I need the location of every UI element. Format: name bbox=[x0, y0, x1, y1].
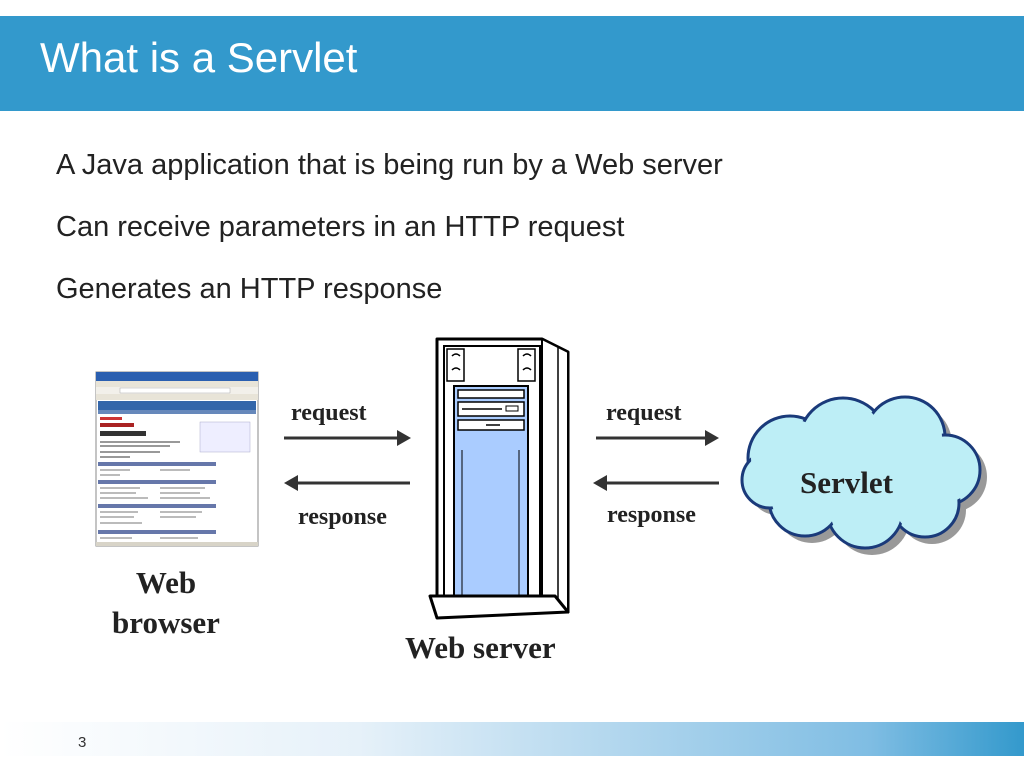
request-arrowhead-right bbox=[705, 430, 719, 446]
slide-title: What is a Servlet bbox=[40, 34, 358, 81]
server-label: Web server bbox=[405, 630, 556, 665]
left-request-label: request bbox=[291, 400, 367, 426]
right-response-label: response bbox=[607, 502, 696, 528]
servlet-label: Servlet bbox=[800, 465, 893, 500]
bullet-item: A Java application that is being run by … bbox=[56, 149, 723, 181]
bullet-item: Can receive parameters in an HTTP reques… bbox=[56, 211, 625, 243]
browser-screenshot-icon bbox=[95, 371, 259, 547]
browser-label: Web browser bbox=[104, 563, 228, 643]
response-arrowhead-right bbox=[593, 475, 607, 491]
right-request-label: request bbox=[606, 400, 682, 426]
browser-label-line2: browser bbox=[112, 605, 220, 640]
bullet-item: Generates an HTTP response bbox=[56, 273, 443, 305]
web-server-icon bbox=[428, 337, 570, 620]
servlet-cloud-icon bbox=[740, 395, 987, 555]
request-arrowhead-left bbox=[397, 430, 411, 446]
title-bar: What is a Servlet bbox=[0, 16, 1024, 111]
response-arrowhead-left bbox=[284, 475, 298, 491]
page-number: 3 bbox=[78, 734, 87, 751]
footer-bar bbox=[0, 722, 1024, 756]
left-response-label: response bbox=[298, 504, 387, 530]
browser-label-line1: Web bbox=[135, 565, 197, 600]
bullet-list: A Java application that is being run by … bbox=[56, 145, 723, 331]
